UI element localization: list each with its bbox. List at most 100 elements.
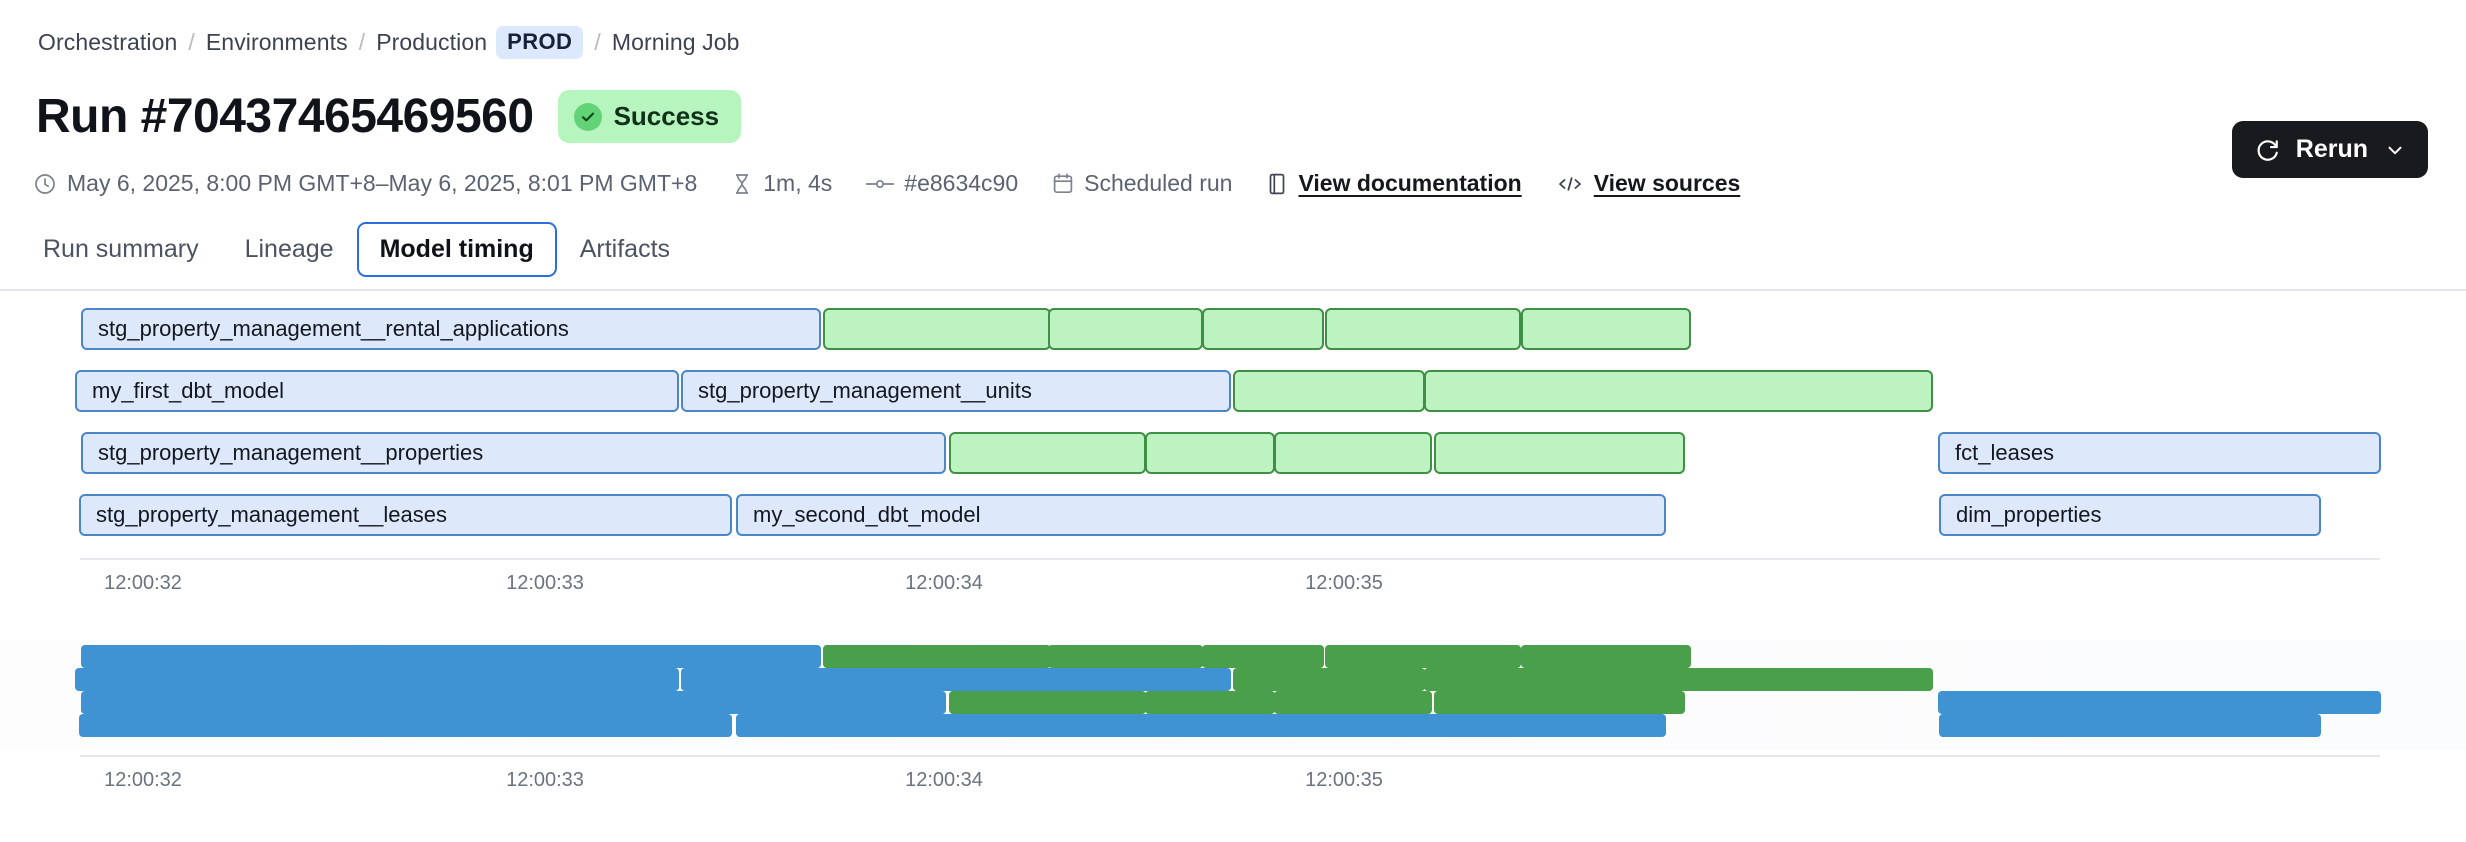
axis-tick: 12:00:32 bbox=[104, 769, 182, 791]
gantt-bar-label: stg_property_management__leases bbox=[96, 502, 448, 527]
axis-line bbox=[80, 558, 2380, 560]
model-timing-chart: stg_property_management__rental_applicat… bbox=[0, 308, 2466, 604]
meta-label: 1m, 4s bbox=[763, 170, 833, 196]
gantt-bar-test[interactable] bbox=[1325, 308, 1521, 350]
tab-bar: Run summary Lineage Model timing Artifacts bbox=[20, 222, 693, 277]
minimap-bar[interactable] bbox=[1938, 691, 2381, 714]
gantt-bar-my_first_dbt_model[interactable]: my_first_dbt_model bbox=[75, 370, 679, 412]
breadcrumb-separator: / bbox=[188, 29, 195, 55]
meta-label: View documentation bbox=[1298, 170, 1522, 196]
breadcrumb-item-environments[interactable]: Environments bbox=[205, 29, 348, 55]
breadcrumb-separator: / bbox=[594, 29, 601, 55]
breadcrumb-item-orchestration[interactable]: Orchestration bbox=[38, 29, 178, 55]
minimap-bar[interactable] bbox=[1939, 714, 2321, 737]
breadcrumb-item-production[interactable]: Production bbox=[376, 29, 488, 55]
minimap-bar[interactable] bbox=[1048, 645, 1203, 668]
tab-lineage[interactable]: Lineage bbox=[244, 235, 334, 263]
gantt-bar-test[interactable] bbox=[823, 308, 1051, 350]
minimap-bar[interactable] bbox=[681, 668, 1231, 691]
gantt-bar-stg_property_management__rental_applications[interactable]: stg_property_management__rental_applicat… bbox=[81, 308, 821, 350]
tab-model-timing[interactable]: Model timing bbox=[356, 222, 557, 277]
minimap-bar[interactable] bbox=[1325, 645, 1521, 668]
gantt-bar-dim_properties[interactable]: dim_properties bbox=[1939, 494, 2321, 536]
gantt-bar-test[interactable] bbox=[1145, 432, 1275, 474]
gantt-row: stg_property_management__leases my_second… bbox=[0, 494, 2466, 536]
minimap-bar[interactable] bbox=[949, 691, 1146, 714]
gantt-bar-fct_leases[interactable]: fct_leases bbox=[1938, 432, 2381, 474]
code-icon bbox=[1556, 172, 1584, 196]
minimap-row bbox=[0, 691, 2466, 714]
minimap-bar[interactable] bbox=[81, 691, 946, 714]
book-icon bbox=[1266, 172, 1288, 196]
gantt-bar-stg_property_management__properties[interactable]: stg_property_management__properties bbox=[81, 432, 946, 474]
minimap-bar[interactable] bbox=[1274, 691, 1432, 714]
meta-commit: #e8634c90 bbox=[866, 170, 1018, 197]
gantt-bar-test[interactable] bbox=[1048, 308, 1203, 350]
gantt-bar-label: stg_property_management__rental_applicat… bbox=[98, 316, 569, 341]
gantt-bar-test[interactable] bbox=[1274, 432, 1432, 474]
gantt-bar-label: dim_properties bbox=[1956, 502, 2102, 527]
gantt-bar-label: stg_property_management__units bbox=[698, 378, 1032, 403]
gantt-bar-stg_property_management__leases[interactable]: stg_property_management__leases bbox=[79, 494, 732, 536]
minimap-bar[interactable] bbox=[79, 714, 732, 737]
minimap-bar[interactable] bbox=[1521, 645, 1691, 668]
meta-label: View sources bbox=[1593, 170, 1741, 196]
gantt-bar-stg_property_management__units[interactable]: stg_property_management__units bbox=[681, 370, 1231, 412]
gantt-bar-test[interactable] bbox=[949, 432, 1146, 474]
gantt-bar-test[interactable] bbox=[1434, 432, 1685, 474]
meta-clock: May 6, 2025, 8:00 PM GMT+8–May 6, 2025, … bbox=[33, 170, 697, 197]
rerun-button[interactable]: Rerun bbox=[2231, 121, 2428, 178]
timeline-minimap[interactable] bbox=[0, 640, 2466, 750]
minimap-bar[interactable] bbox=[1145, 691, 1275, 714]
minimap-bar[interactable] bbox=[1434, 691, 1685, 714]
axis-tick: 12:00:32 bbox=[104, 572, 182, 594]
tab-artifacts[interactable]: Artifacts bbox=[579, 235, 671, 263]
axis-tick: 12:00:34 bbox=[905, 769, 983, 791]
minimap-bar[interactable] bbox=[1233, 668, 1425, 691]
axis-tick: 12:00:34 bbox=[905, 572, 983, 594]
meta-book[interactable]: View documentation bbox=[1266, 170, 1522, 197]
gantt-row: my_first_dbt_model stg_property_managemen… bbox=[0, 370, 2466, 412]
minimap-bar[interactable] bbox=[75, 668, 679, 691]
gantt-bar-test[interactable] bbox=[1424, 370, 1933, 412]
minimap-bar[interactable] bbox=[823, 645, 1051, 668]
breadcrumb-item-morning-job: Morning Job bbox=[611, 29, 740, 55]
minimap-row bbox=[0, 668, 2466, 691]
gantt-row: stg_property_management__rental_applicat… bbox=[0, 308, 2466, 350]
minimap-row bbox=[0, 714, 2466, 737]
breadcrumb-item-prod[interactable]: PROD bbox=[496, 26, 584, 59]
minimap-bar[interactable] bbox=[736, 714, 1666, 737]
clock-icon bbox=[33, 172, 57, 196]
gantt-bar-test[interactable] bbox=[1202, 308, 1324, 350]
tab-bar-divider bbox=[0, 289, 2466, 291]
axis-tick: 12:00:35 bbox=[1305, 572, 1383, 594]
title-row: Run #70437465469560 Success bbox=[36, 89, 742, 143]
minimap-bar[interactable] bbox=[81, 645, 821, 668]
tab-run-summary[interactable]: Run summary bbox=[43, 235, 199, 263]
meta-label: Scheduled run bbox=[1084, 170, 1233, 196]
gantt-bar-label: fct_leases bbox=[1955, 440, 2055, 465]
run-metadata: May 6, 2025, 8:00 PM GMT+8–May 6, 2025, … bbox=[33, 170, 1774, 197]
page-title: Run #70437465469560 bbox=[36, 89, 534, 143]
meta-label: May 6, 2025, 8:00 PM GMT+8–May 6, 2025, … bbox=[67, 170, 698, 196]
breadcrumb: Orchestration / Environments / Production PRO… bbox=[38, 26, 740, 59]
gantt-bar-my_second_dbt_model[interactable]: my_second_dbt_model bbox=[736, 494, 1666, 536]
gantt-bar-test[interactable] bbox=[1233, 370, 1425, 412]
status-badge: Success bbox=[557, 90, 742, 143]
minimap-bar[interactable] bbox=[1424, 668, 1933, 691]
chevron-down-icon[interactable] bbox=[2384, 139, 2406, 161]
minimap-bar[interactable] bbox=[1202, 645, 1324, 668]
meta-calendar: Scheduled run bbox=[1052, 170, 1232, 197]
gantt-rows: stg_property_management__rental_applicat… bbox=[0, 308, 2466, 558]
breadcrumb-separator: / bbox=[358, 29, 366, 55]
axis-tick: 12:00:33 bbox=[506, 572, 584, 594]
axis-tick: 12:00:33 bbox=[506, 769, 584, 791]
gantt-bar-test[interactable] bbox=[1521, 308, 1691, 350]
gantt-bar-label: stg_property_management__properties bbox=[98, 440, 484, 465]
meta-label: #e8634c90 bbox=[904, 170, 1019, 196]
meta-code[interactable]: View sources bbox=[1556, 170, 1741, 197]
calendar-icon bbox=[1052, 172, 1074, 196]
gantt-bar-label: my_second_dbt_model bbox=[753, 502, 981, 527]
